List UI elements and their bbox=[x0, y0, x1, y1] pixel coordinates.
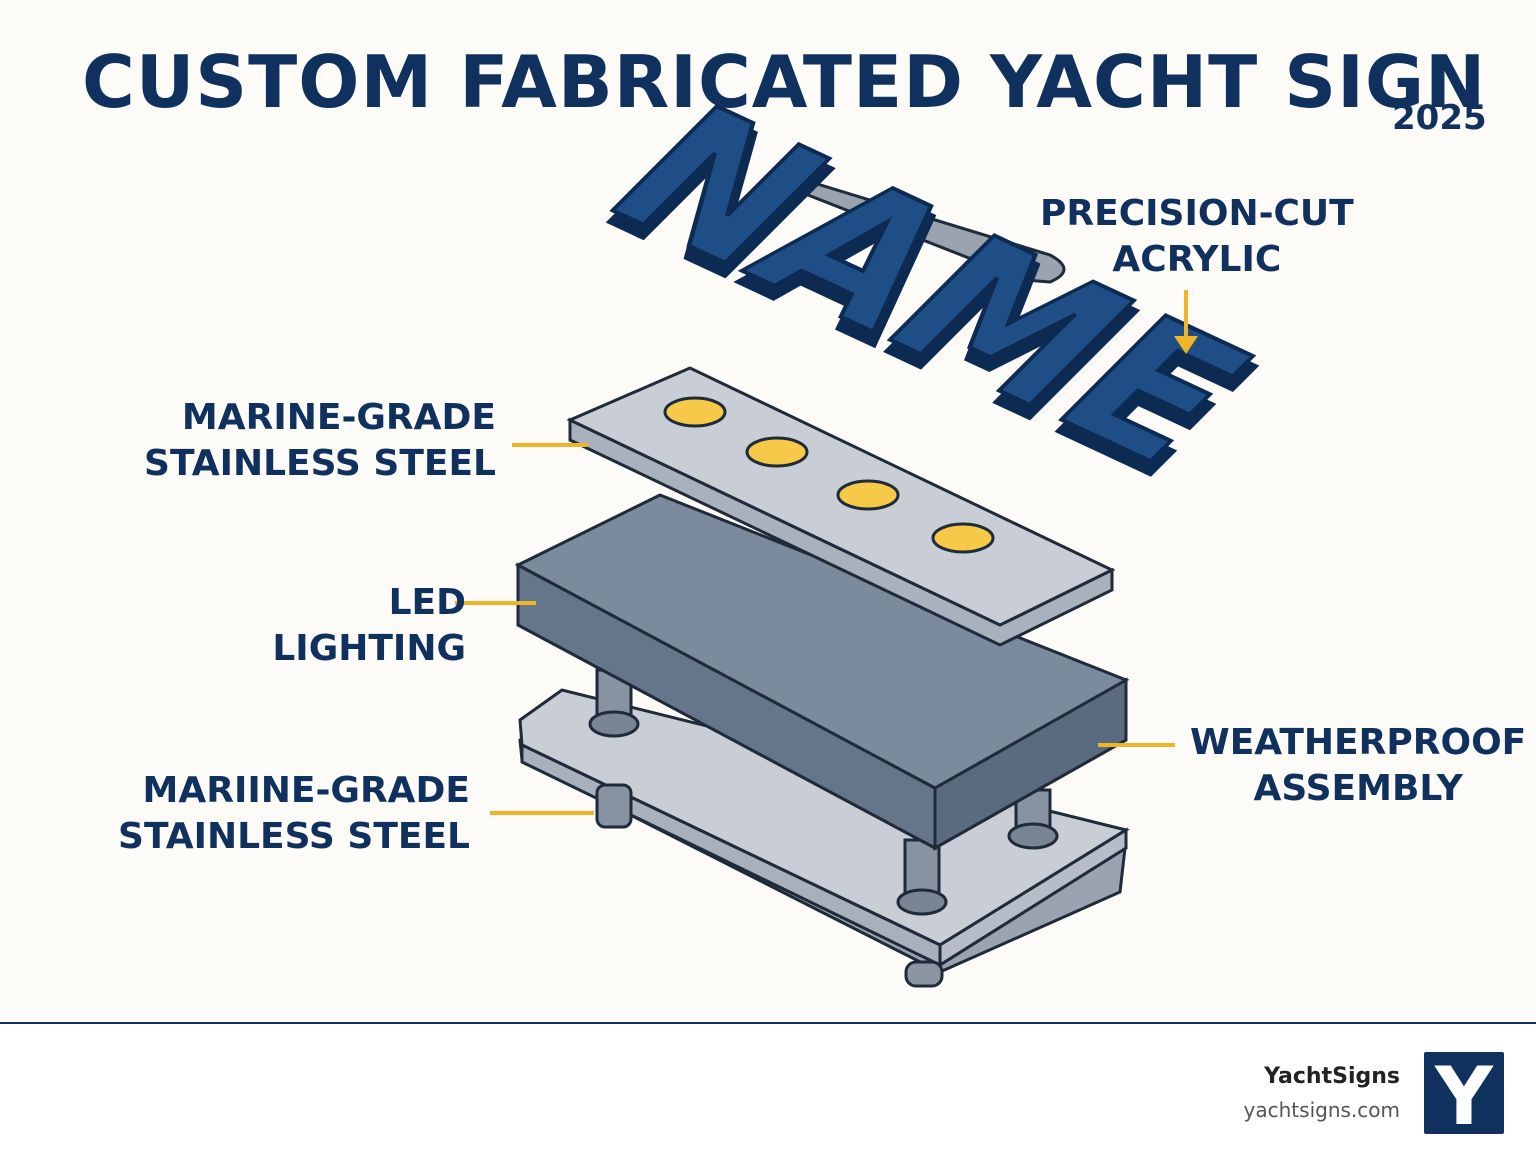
logo-letter: Y bbox=[1434, 1052, 1494, 1134]
brand-logo: Y bbox=[1424, 1050, 1504, 1143]
standoff-posts bbox=[588, 668, 1059, 916]
acrylic-strip bbox=[773, 170, 1066, 284]
exploded-sign-diagram: NAME NAME bbox=[455, 69, 1299, 988]
acrylic-arrow-icon bbox=[1174, 336, 1198, 354]
led-lights bbox=[663, 396, 995, 554]
footer bbox=[0, 1024, 1536, 1154]
year-label: 2025 bbox=[1392, 98, 1487, 138]
brand-name: YachtSigns bbox=[1264, 1064, 1400, 1089]
brand-url: yachtsigns.com bbox=[1243, 1098, 1400, 1122]
footer-divider bbox=[0, 1022, 1536, 1024]
leader-lines bbox=[455, 290, 1188, 815]
led-housing-block bbox=[514, 493, 1130, 851]
bottom-base-plate bbox=[518, 688, 1130, 988]
page-title: CUSTOM FABRICATED YACHT SIGN bbox=[82, 40, 1487, 124]
